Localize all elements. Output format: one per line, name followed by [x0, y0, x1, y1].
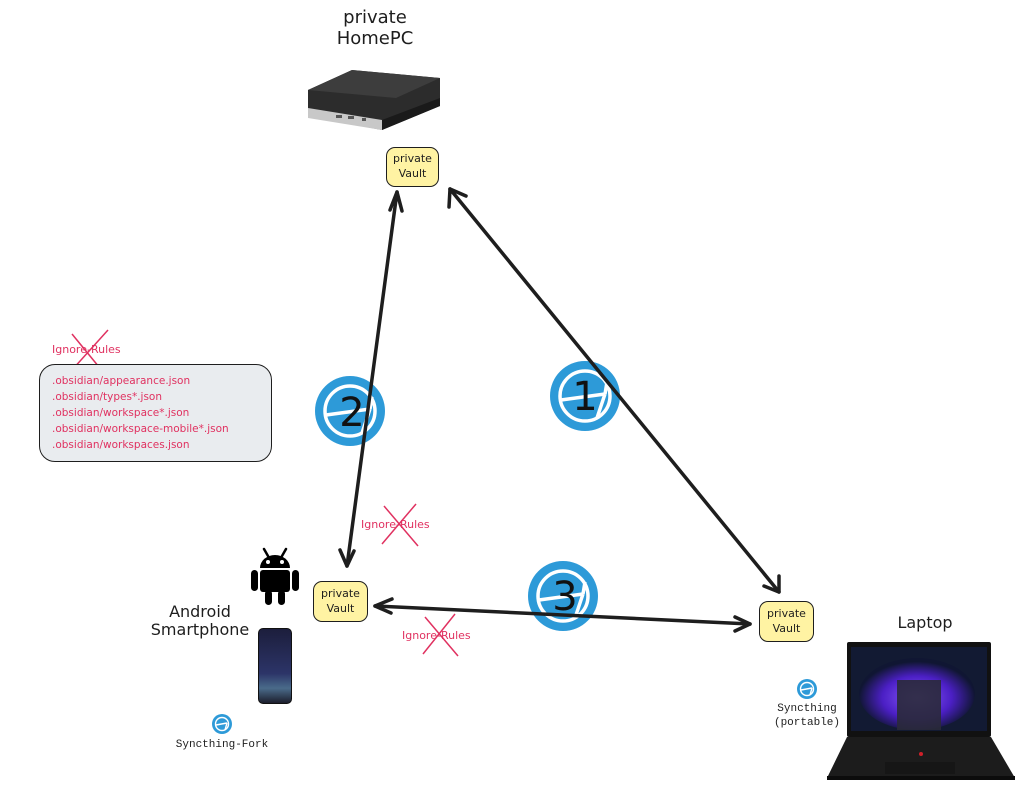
ignore-rules-label-link-2: Ignore-Rules — [361, 518, 430, 531]
android-logo-icon — [251, 547, 299, 605]
link-2-number: 2 — [339, 390, 364, 436]
smartphone-device-image — [258, 628, 292, 704]
laptop-vault[interactable]: private Vault — [759, 601, 814, 642]
laptop-device-image — [827, 642, 1015, 780]
ignore-rules-label-link-3: Ignore-Rules — [402, 629, 471, 642]
homepc-vault[interactable]: private Vault — [386, 147, 439, 187]
ignore-rules-heading: Ignore-Rules — [52, 343, 121, 356]
laptop-title: Laptop — [897, 613, 953, 632]
link-3-arrow — [373, 597, 752, 633]
android-sync-app-label: Syncthing-Fork — [175, 739, 269, 751]
link-1-number: 1 — [572, 374, 597, 420]
homepc-title: private HomePC — [336, 7, 414, 49]
link-3-number: 3 — [552, 574, 577, 620]
link-1-arrow — [447, 187, 781, 594]
ignore-rules-crossout-link-2 — [381, 503, 419, 547]
ignore-rule-item: .obsidian/types*.json — [52, 391, 163, 403]
ignore-rule-item: .obsidian/workspace*.json — [52, 407, 190, 419]
link-2-arrow — [338, 190, 404, 568]
syncthing-icon-laptop — [796, 678, 818, 700]
ignore-rule-item: .obsidian/appearance.json — [52, 375, 191, 387]
android-vault[interactable]: private Vault — [313, 581, 368, 622]
syncthing-icon-android — [211, 713, 233, 735]
ignore-rules-crossout-link-3 — [422, 613, 459, 657]
ignore-rules-box: .obsidian/appearance.json .obsidian/type… — [39, 364, 272, 462]
laptop-sync-app-label: Syncthing (portable) — [773, 703, 840, 729]
homepc-device-image — [308, 70, 440, 130]
android-title: Android Smartphone — [150, 602, 250, 640]
ignore-rule-item: .obsidian/workspaces.json — [52, 439, 190, 451]
ignore-rule-item: .obsidian/workspace-mobile*.json — [52, 423, 229, 435]
